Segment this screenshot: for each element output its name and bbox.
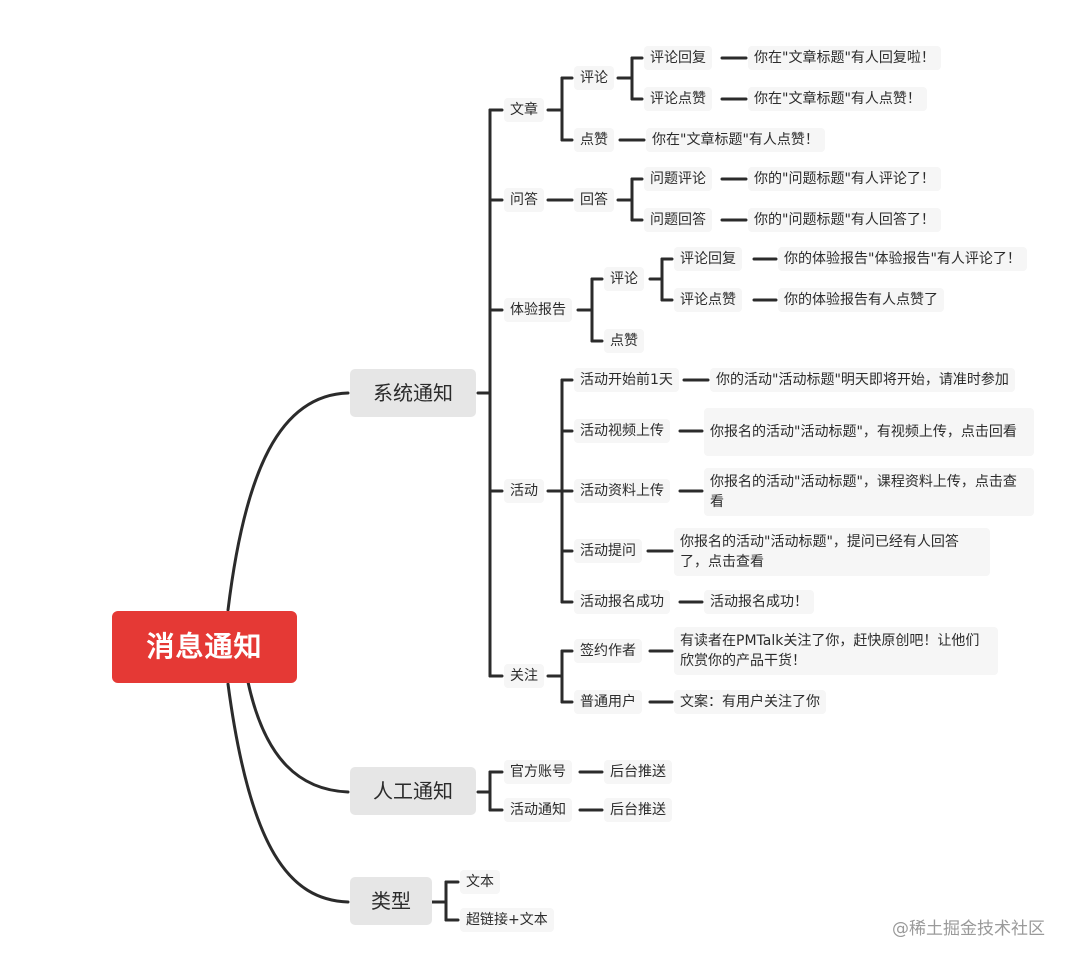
- article-comment-node: 评论: [574, 66, 614, 90]
- activity-video-node: 活动视频上传: [574, 419, 670, 443]
- article-comment-reply-node: 评论回复: [644, 46, 712, 70]
- activity-node: 活动: [504, 479, 544, 503]
- report-comment-reply-node: 评论回复: [674, 247, 742, 271]
- watermark: @稀土掘金技术社区: [892, 919, 1045, 939]
- activity-video-message: 你报名的活动"活动标题"，有视频上传，点击回看: [704, 408, 1034, 456]
- activity-before-day-message: 你的活动"活动标题"明天即将开始，请准时参加: [710, 368, 1015, 392]
- activity-signup-message: 活动报名成功！: [704, 590, 814, 614]
- report-node: 体验报告: [504, 298, 572, 322]
- follow-user-node: 普通用户: [574, 690, 642, 714]
- follow-node: 关注: [504, 664, 544, 688]
- article-comment-reply-message: 你在"文章标题"有人回复啦！: [748, 46, 941, 70]
- report-comment-like-message: 你的体验报告有人点赞了: [778, 288, 944, 312]
- activity-signup-node: 活动报名成功: [574, 590, 670, 614]
- root-node: 消息通知: [112, 611, 297, 683]
- question-answer-message: 你的"问题标题"有人回答了！: [748, 208, 941, 232]
- article-comment-like-message: 你在"文章标题"有人点赞！: [748, 87, 927, 111]
- question-comment-node: 问题评论: [644, 167, 712, 191]
- follow-author-message: 有读者在PMTalk关注了你，赶快原创吧！让他们欣赏你的产品干货！: [674, 627, 998, 675]
- activity-material-node: 活动资料上传: [574, 479, 670, 503]
- official-account-node: 官方账号: [504, 760, 572, 784]
- type-text-node: 文本: [460, 870, 500, 894]
- qa-node: 问答: [504, 188, 544, 212]
- activity-notification-message: 后台推送: [604, 798, 672, 822]
- article-like-message: 你在"文章标题"有人点赞！: [646, 128, 825, 152]
- activity-before-day-node: 活动开始前1天: [574, 368, 679, 392]
- manual-notification-node: 人工通知: [350, 767, 476, 815]
- question-comment-message: 你的"问题标题"有人评论了！: [748, 167, 941, 191]
- qa-answer-node: 回答: [574, 188, 614, 212]
- activity-notification-node: 活动通知: [504, 798, 572, 822]
- article-node: 文章: [504, 98, 544, 122]
- follow-user-message: 文案：有用户关注了你: [674, 690, 826, 714]
- report-comment-node: 评论: [604, 267, 644, 291]
- article-like-node: 点赞: [574, 128, 614, 152]
- report-comment-like-node: 评论点赞: [674, 288, 742, 312]
- follow-author-node: 签约作者: [574, 639, 642, 663]
- activity-question-node: 活动提问: [574, 539, 642, 563]
- activity-question-message: 你报名的活动"活动标题"，提问已经有人回答了，点击查看: [674, 528, 990, 576]
- activity-material-message: 你报名的活动"活动标题"，课程资料上传，点击查看: [704, 468, 1034, 516]
- type-node: 类型: [350, 877, 432, 925]
- question-answer-node: 问题回答: [644, 208, 712, 232]
- report-comment-reply-message: 你的体验报告"体验报告"有人评论了！: [778, 247, 1027, 271]
- system-notification-node: 系统通知: [350, 369, 476, 417]
- report-like-node: 点赞: [604, 329, 644, 353]
- article-comment-like-node: 评论点赞: [644, 87, 712, 111]
- type-link-text-node: 超链接+文本: [460, 908, 554, 932]
- official-account-message: 后台推送: [604, 760, 672, 784]
